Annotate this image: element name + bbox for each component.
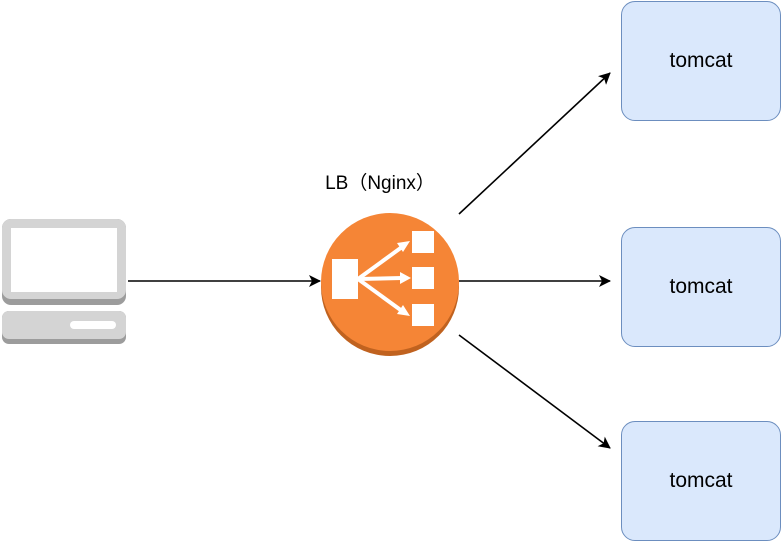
load-balancer-icon — [321, 213, 459, 356]
tomcat-server-1: tomcat — [621, 1, 781, 121]
lb-label: LB（Nginx） — [325, 173, 435, 194]
server-label: tomcat — [669, 49, 733, 72]
arrow-lb-to-server-3 — [458, 334, 611, 449]
tomcat-server-2: tomcat — [621, 227, 781, 347]
arrow-lb-to-server-1 — [458, 72, 611, 215]
tomcat-server-3: tomcat — [621, 421, 781, 541]
computer-icon — [2, 219, 126, 344]
server-label: tomcat — [669, 469, 733, 492]
server-label: tomcat — [669, 275, 733, 298]
